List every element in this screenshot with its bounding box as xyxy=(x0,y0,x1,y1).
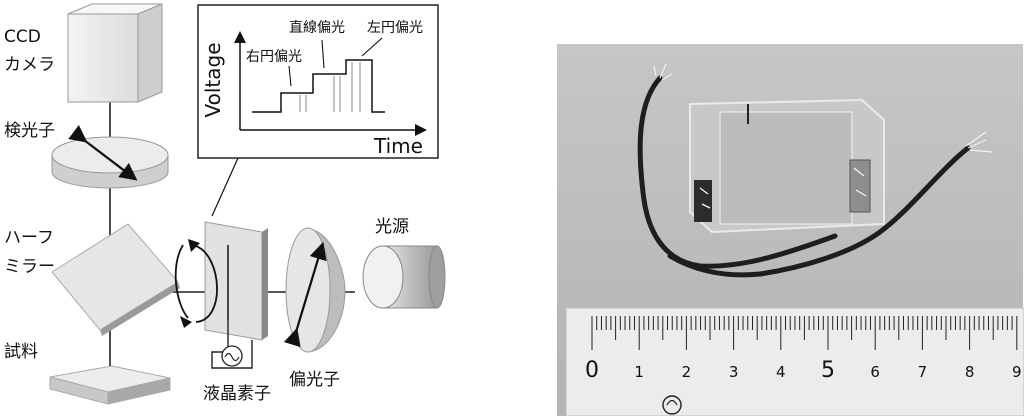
light-source xyxy=(362,245,446,309)
circular-polarization-arrow xyxy=(174,239,218,328)
ruler-numbers: 0 1 2 3 4 5 6 7 8 9 xyxy=(585,358,1022,383)
ruler-number: 9 xyxy=(1012,363,1022,381)
voltage-inset: Voltage Time 右円偏光 直線偏光 左円偏光 xyxy=(197,4,439,159)
polarizer-disc xyxy=(283,227,346,353)
inset-ylabel: Voltage xyxy=(201,42,225,117)
ruler-number: 2 xyxy=(682,363,692,381)
photo: 0 1 2 3 4 5 6 7 8 9 xyxy=(557,44,1024,416)
inset-step-label-right-circular: 右円偏光 xyxy=(246,49,302,65)
ruler-number: 7 xyxy=(918,363,928,381)
half-mirror xyxy=(51,223,180,336)
label-half-mirror-2: ミラー xyxy=(4,257,55,277)
ruler-number: 3 xyxy=(729,363,739,381)
label-half-mirror-1: ハーフ xyxy=(4,228,54,248)
photo-glass-cell xyxy=(689,98,885,234)
label-light-source: 光源 xyxy=(375,217,409,237)
ruler-logo-icon xyxy=(662,395,682,415)
label-ccd: CCD xyxy=(4,27,41,47)
label-polarizer: 偏光子 xyxy=(289,370,340,390)
inset-step-label-linear: 直線偏光 xyxy=(289,19,345,36)
ruler-ticks xyxy=(591,316,1018,350)
ruler-number: 0 xyxy=(585,358,599,383)
ruler-number: 5 xyxy=(821,358,835,383)
label-analyzer: 検光子 xyxy=(4,121,55,141)
ruler-number: 6 xyxy=(870,363,880,381)
ruler-number: 8 xyxy=(965,363,975,381)
inset-step-label-left-circular: 左円偏光 xyxy=(367,20,423,36)
sample-plate xyxy=(49,365,171,405)
ruler-number: 1 xyxy=(634,363,644,381)
label-sample: 試料 xyxy=(4,342,38,362)
ccd-camera xyxy=(67,3,163,103)
liquid-crystal-element xyxy=(204,221,268,369)
ruler-number: 4 xyxy=(776,363,786,381)
label-camera: カメラ xyxy=(4,55,55,75)
photo-ruler: 0 1 2 3 4 5 6 7 8 9 xyxy=(565,307,1024,416)
analyzer-disc xyxy=(51,125,169,189)
inset-connector-line xyxy=(211,157,239,217)
photo-wires xyxy=(637,75,971,278)
inset-xlabel: Time xyxy=(373,134,423,158)
label-liquid-crystal-element: 液晶素子 xyxy=(203,384,271,404)
